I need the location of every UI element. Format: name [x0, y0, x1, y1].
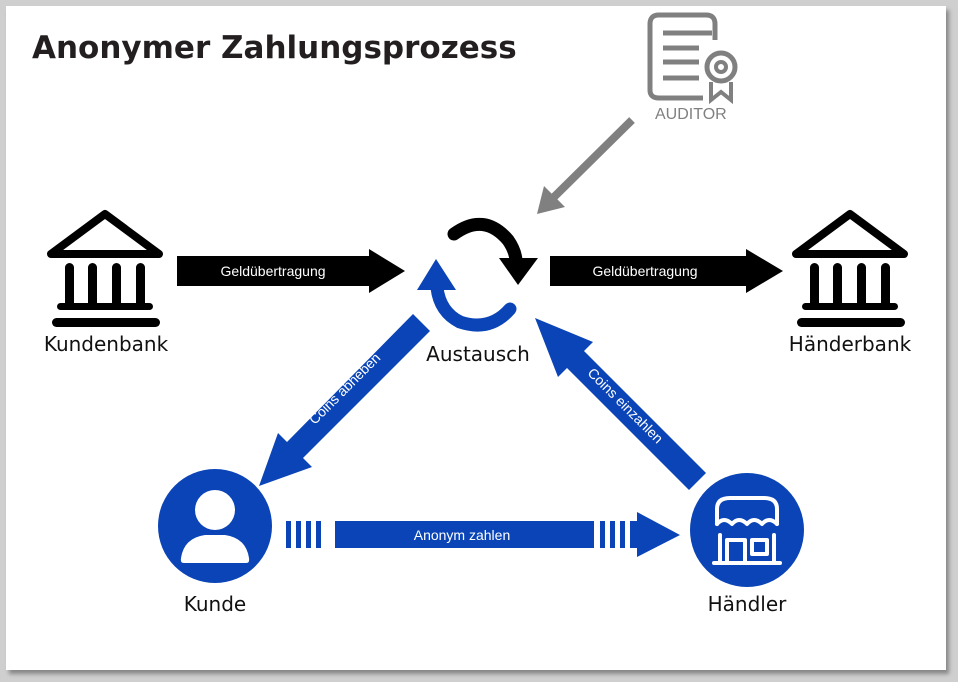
haendler-label: Händler — [707, 592, 787, 616]
bank-icon — [47, 210, 163, 327]
edge-label: Geldübertragung — [220, 263, 325, 279]
store-icon — [690, 473, 804, 587]
page-title: Anonymer Zahlungsprozess — [32, 30, 517, 66]
geldübertragung-arrow-left: Geldübertragung — [177, 249, 405, 293]
edge-label: Anonym zahlen — [414, 527, 511, 543]
austausch-label: Austausch — [426, 342, 530, 366]
coins-abheben-arrow: Coins abheben — [259, 314, 430, 486]
edge-label: Geldübertragung — [592, 263, 697, 279]
auditor-arrow — [537, 117, 635, 214]
exchange-cycle-icon — [417, 217, 538, 332]
user-icon — [158, 469, 272, 583]
haenderbank-label: Händerbank — [788, 332, 912, 356]
auditor-label: AUDITOR — [655, 106, 727, 123]
edge-label: Coins einzahlen — [585, 365, 667, 447]
geldübertragung-arrow-right: Geldübertragung — [550, 249, 783, 293]
coins-einzahlen-arrow: Coins einzahlen — [535, 318, 706, 490]
anonym-zahlen-arrow: Anonym zahlen — [286, 512, 680, 557]
certificate-icon — [647, 12, 738, 105]
kundenbank-label: Kundenbank — [43, 332, 169, 356]
kunde-label: Kunde — [183, 592, 247, 616]
bank-icon — [792, 210, 908, 327]
